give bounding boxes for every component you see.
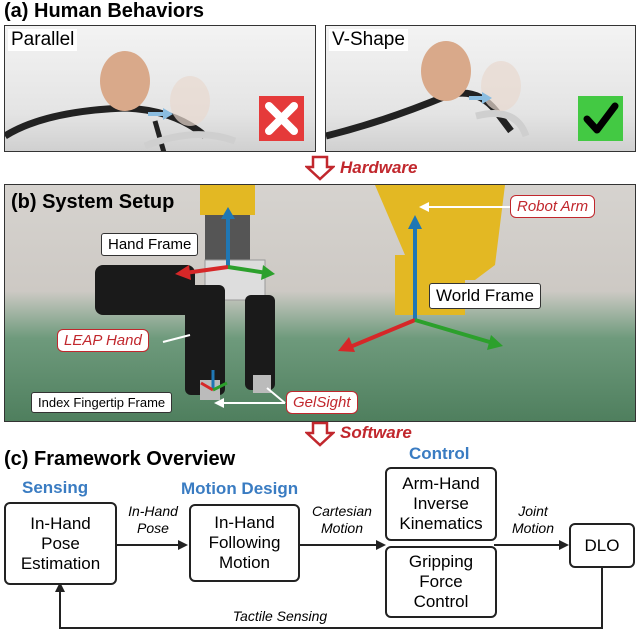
- v-shape-label: V-Shape: [329, 29, 408, 51]
- system-setup-photo: (b) System Setup Hand Frame Robot Arm Wo…: [4, 184, 636, 422]
- robot-arm-tag: Robot Arm: [510, 195, 596, 218]
- down-arrow-icon: [303, 421, 337, 452]
- world-frame-tag: World Frame: [429, 283, 541, 309]
- following-motion-box: In-Hand Following Motion: [189, 504, 300, 582]
- gelsight-tag: GelSight: [286, 391, 358, 414]
- green-check-icon: [578, 96, 623, 141]
- inverse-kinematics-box: Arm-Hand Inverse Kinematics: [385, 467, 497, 541]
- setup-illustration: [95, 185, 510, 408]
- section-b-title: (b) System Setup: [11, 191, 175, 213]
- parallel-label: Parallel: [8, 29, 78, 51]
- parallel-illustration: [5, 51, 237, 151]
- hand-frame-tag: Hand Frame: [101, 233, 199, 256]
- cartesian-motion-edge-label: Cartesian Motion: [312, 503, 372, 536]
- parallel-photo: Parallel: [4, 25, 316, 152]
- gripping-force-box: Gripping Force Control: [385, 546, 497, 618]
- section-c-title: (c) Framework Overview: [4, 448, 236, 470]
- sensing-header: Sensing: [22, 478, 89, 497]
- dlo-box: DLO: [569, 523, 635, 568]
- in-hand-pose-edge-label: In-Hand Pose: [128, 503, 178, 536]
- control-header: Control: [409, 444, 470, 463]
- section-a-title: (a) Human Behaviors: [4, 0, 205, 22]
- red-x-icon: [259, 96, 304, 141]
- leap-hand-tag: LEAP Hand: [57, 329, 149, 352]
- motion-design-header: Motion Design: [181, 479, 299, 498]
- down-arrow-icon: [303, 155, 337, 186]
- v-shape-photo: V-Shape: [325, 25, 636, 152]
- v-shape-illustration: [326, 41, 530, 140]
- software-label: Software: [340, 423, 412, 442]
- joint-motion-edge-label: Joint Motion: [511, 503, 555, 536]
- tactile-sensing-edge-label: Tactile Sensing: [232, 608, 328, 624]
- hardware-label: Hardware: [340, 158, 418, 177]
- pose-estimation-box: In-Hand Pose Estimation: [4, 502, 117, 585]
- index-fingertip-frame-tag: Index Fingertip Frame: [31, 392, 173, 413]
